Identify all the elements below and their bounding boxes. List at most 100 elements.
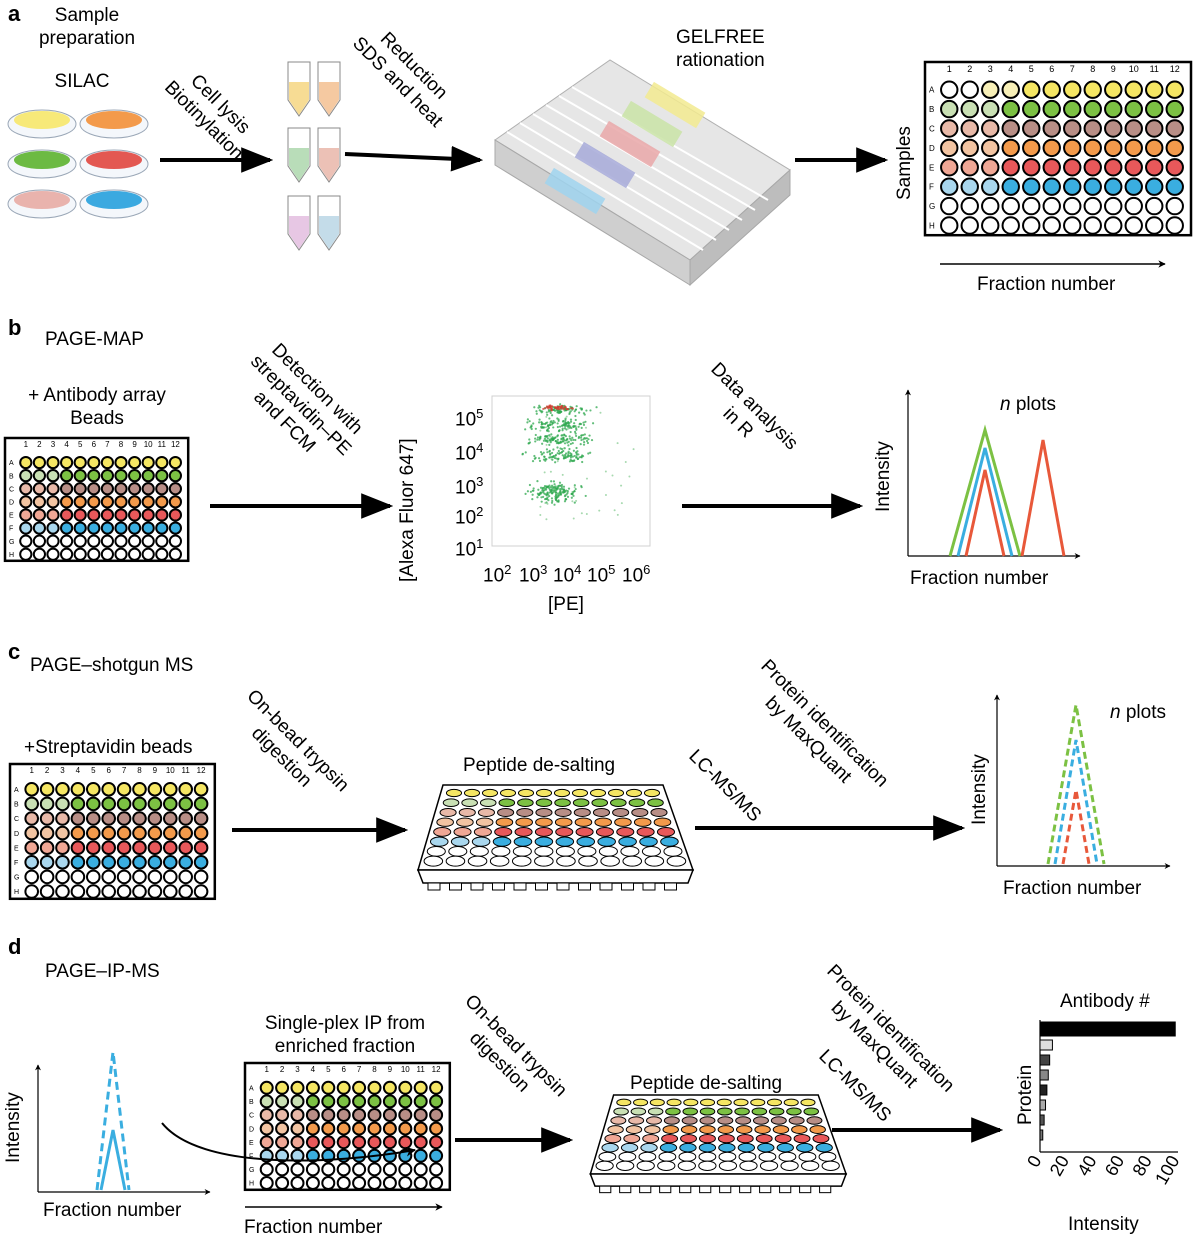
plate-col-label: 12 [197, 766, 206, 775]
plate-well [1165, 216, 1184, 235]
desalt-well [755, 1134, 773, 1144]
desalt-well [796, 1142, 814, 1153]
plate-well [128, 482, 142, 496]
desalt-well [809, 1125, 826, 1134]
plate-col-label: 4 [64, 440, 69, 449]
plate-well [147, 840, 163, 856]
intensity-plot-b [905, 389, 1081, 559]
scatter-point [564, 456, 567, 459]
plate-well [141, 482, 155, 496]
scatter-point [624, 460, 627, 463]
plate-well [24, 840, 40, 856]
desalt-well [644, 1125, 661, 1134]
scatter-point [580, 434, 583, 437]
plate-col-label: 3 [295, 1065, 300, 1074]
desalt-well [734, 1107, 750, 1116]
desalting-plate-c [416, 784, 695, 891]
scatter-point [580, 426, 583, 429]
plate-well [60, 495, 74, 509]
scatter-point [604, 493, 607, 496]
scatter-point [588, 434, 591, 437]
plate-well [1022, 177, 1041, 196]
desalt-well [423, 855, 444, 867]
plate-well [321, 1094, 336, 1109]
scatter-point [578, 411, 581, 414]
desalt-well [433, 827, 452, 837]
scatter-point [545, 426, 548, 429]
plate-well [981, 196, 1000, 216]
plate-well [352, 1080, 367, 1095]
plate-well [70, 869, 86, 885]
desalt-well [699, 1107, 716, 1116]
scatter-point [573, 490, 576, 493]
scatter-point [575, 499, 578, 502]
plate-well [155, 547, 169, 561]
plate-well [116, 840, 132, 856]
plate-well [940, 216, 959, 235]
plate-well [352, 1108, 367, 1122]
plate-well [141, 495, 155, 509]
scatter-point [580, 422, 583, 426]
plate-well [141, 547, 155, 561]
plate-well [73, 482, 87, 496]
plate-well [1001, 177, 1020, 196]
plate-well [429, 1080, 444, 1095]
scatter-point [554, 495, 557, 498]
plate-well [1022, 196, 1041, 216]
plate-well [24, 782, 40, 797]
desalt-well [481, 788, 499, 798]
plate-well [1124, 216, 1143, 235]
plate-well [352, 1162, 367, 1177]
samples-axis-label: Samples [894, 126, 915, 200]
plate-well [981, 216, 1000, 235]
scatter-point [587, 438, 590, 441]
scatter-point [545, 405, 549, 408]
desalt-well [798, 1151, 817, 1162]
scatter-point [557, 449, 560, 453]
desalt-well [774, 1134, 792, 1144]
desalt-well [618, 1151, 637, 1162]
plate-well [132, 796, 147, 812]
desalt-well [491, 846, 511, 857]
plate-col-label: 6 [341, 1065, 346, 1074]
desalt-well [625, 788, 643, 798]
desalt-well [718, 1160, 738, 1171]
plate-well [382, 1080, 397, 1095]
desalt-well [752, 1116, 769, 1125]
desalt-well [718, 1151, 737, 1162]
plate-well [1104, 196, 1123, 216]
scatter-point [552, 408, 555, 412]
plate-well [155, 469, 169, 483]
desalt-well [636, 827, 655, 837]
desalt-well [554, 817, 573, 827]
desalt-well [663, 846, 683, 857]
plate-well [275, 1108, 290, 1122]
plate-well [39, 796, 55, 812]
desalt-well [614, 817, 632, 827]
desalt-well [733, 1098, 749, 1107]
plate-well [128, 508, 142, 522]
plate-col-label: 10 [166, 766, 175, 775]
plate-well [321, 1176, 336, 1190]
scatter-point [534, 433, 537, 437]
scatter-point [560, 405, 563, 408]
scatter-point [539, 429, 542, 432]
plate-well [367, 1135, 382, 1150]
plate-well [24, 884, 40, 899]
plate-well [55, 840, 70, 856]
scatter-point [574, 487, 577, 491]
scatter-point [539, 451, 543, 454]
scatter-point [556, 405, 559, 409]
scatter-point [531, 489, 534, 492]
desalt-well [659, 1142, 678, 1153]
plate-well [382, 1176, 397, 1190]
scatter-point [546, 421, 549, 424]
plate-col-label: 7 [105, 440, 110, 449]
plate-well [1001, 80, 1020, 99]
plate-well [19, 521, 33, 535]
scatter-point [548, 423, 552, 426]
desalt-well [698, 1142, 717, 1153]
plate-col-label: 9 [388, 1065, 393, 1074]
desalt-well [680, 1125, 698, 1134]
plate-well [155, 508, 169, 522]
